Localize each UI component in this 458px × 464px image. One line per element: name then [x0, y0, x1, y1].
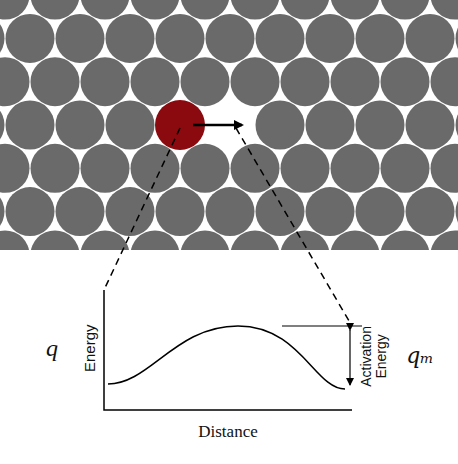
- host-atom: [6, 187, 55, 236]
- host-atom: [206, 187, 255, 236]
- host-atom: [256, 101, 305, 150]
- host-atom: [56, 187, 105, 236]
- host-atom: [156, 187, 205, 236]
- host-atom: [381, 230, 430, 250]
- host-atom: [331, 144, 380, 193]
- host-atom: [56, 101, 105, 150]
- host-atom: [431, 144, 458, 193]
- host-atom: [281, 57, 330, 106]
- host-atom: [331, 57, 380, 106]
- axis-symbol: q: [46, 335, 58, 361]
- host-atom: [131, 144, 180, 193]
- host-atom: [181, 144, 230, 193]
- host-atom: [106, 187, 155, 236]
- host-atom: [381, 57, 430, 106]
- host-atom: [231, 230, 280, 250]
- host-atom: [81, 57, 130, 106]
- host-atom: [181, 230, 230, 250]
- host-atom: [31, 57, 80, 106]
- bracket-label: Activation Energy: [359, 316, 390, 396]
- host-atom: [181, 57, 230, 106]
- host-atom: [231, 144, 280, 193]
- host-atom: [306, 14, 355, 63]
- host-atom: [356, 101, 405, 150]
- host-atom: [6, 14, 55, 63]
- host-atom: [231, 57, 280, 106]
- host-atom: [406, 101, 455, 150]
- host-atom: [56, 14, 105, 63]
- host-atom: [456, 101, 458, 150]
- host-atom: [81, 144, 130, 193]
- leader-line: [104, 128, 180, 290]
- host-atom: [356, 187, 405, 236]
- host-atom: [431, 57, 458, 106]
- host-atom: [156, 14, 205, 63]
- plot-axes: [104, 290, 352, 410]
- host-atom: [31, 144, 80, 193]
- axis-label: Distance: [198, 423, 257, 442]
- host-atom: [256, 14, 305, 63]
- host-atom: [456, 14, 458, 63]
- energy-curve: [108, 326, 345, 389]
- host-atom: [0, 144, 30, 193]
- host-atom: [306, 187, 355, 236]
- leader-line: [236, 128, 352, 326]
- host-atom: [331, 230, 380, 250]
- host-atom: [406, 187, 455, 236]
- host-atom: [456, 187, 458, 236]
- host-atom: [81, 230, 130, 250]
- host-atom: [306, 101, 355, 150]
- host-atom: [206, 14, 255, 63]
- axis-label: Energy: [82, 324, 99, 372]
- jump-arrow: [193, 124, 242, 127]
- host-atom: [356, 14, 405, 63]
- bracket-line: [282, 325, 362, 326]
- host-atom: [381, 144, 430, 193]
- host-atom: [106, 101, 155, 150]
- host-atom: [6, 101, 55, 150]
- atom-lattice: [0, 0, 458, 250]
- host-atom: [0, 230, 30, 250]
- host-atom: [0, 14, 5, 63]
- host-atom: [106, 14, 155, 63]
- axis-symbol: qₘ: [406, 344, 434, 368]
- activation-bracket: [349, 330, 350, 385]
- host-atom: [31, 230, 80, 250]
- host-atom: [0, 57, 30, 106]
- host-atom: [281, 144, 330, 193]
- host-atom: [0, 101, 5, 150]
- host-atom: [131, 230, 180, 250]
- host-atom: [131, 57, 180, 106]
- host-atom: [406, 14, 455, 63]
- host-atom: [256, 187, 305, 236]
- host-atom: [0, 187, 5, 236]
- host-atom: [431, 230, 458, 250]
